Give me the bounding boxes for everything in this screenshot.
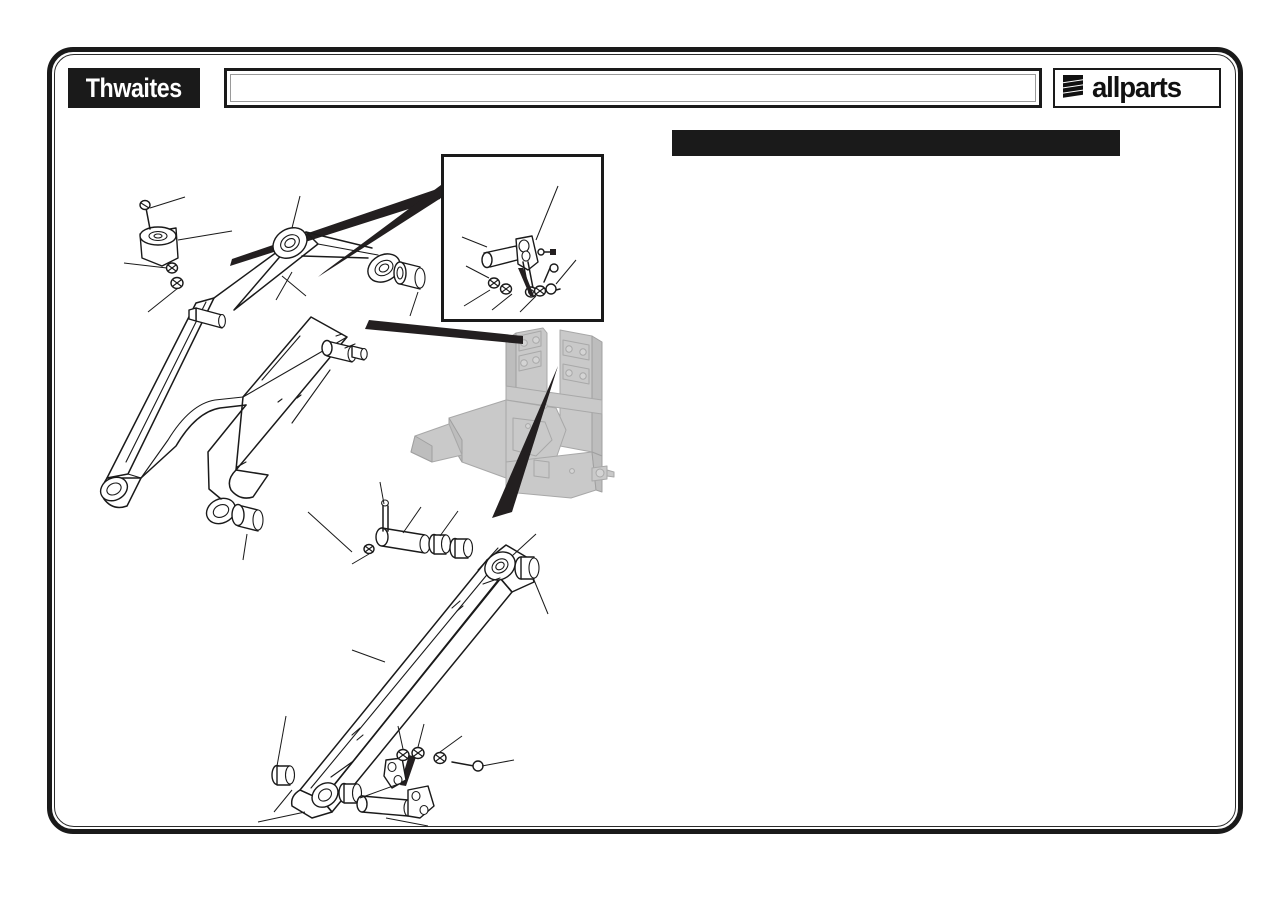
allparts-stripes-icon <box>1061 73 1087 103</box>
supplier-logo-allparts: allparts <box>1053 68 1221 108</box>
brand-logo-text: Thwaites <box>85 72 182 103</box>
supplier-logo-text: allparts <box>1092 71 1182 104</box>
page-frame <box>47 47 1243 834</box>
caption-bar <box>672 130 1120 156</box>
brand-logo-thwaites: Thwaites <box>68 68 200 108</box>
diagram-title-field[interactable] <box>224 68 1042 108</box>
diagram-title-value[interactable] <box>230 74 1036 102</box>
header: Thwaites <box>68 68 200 108</box>
detail-inset-box <box>441 154 604 322</box>
